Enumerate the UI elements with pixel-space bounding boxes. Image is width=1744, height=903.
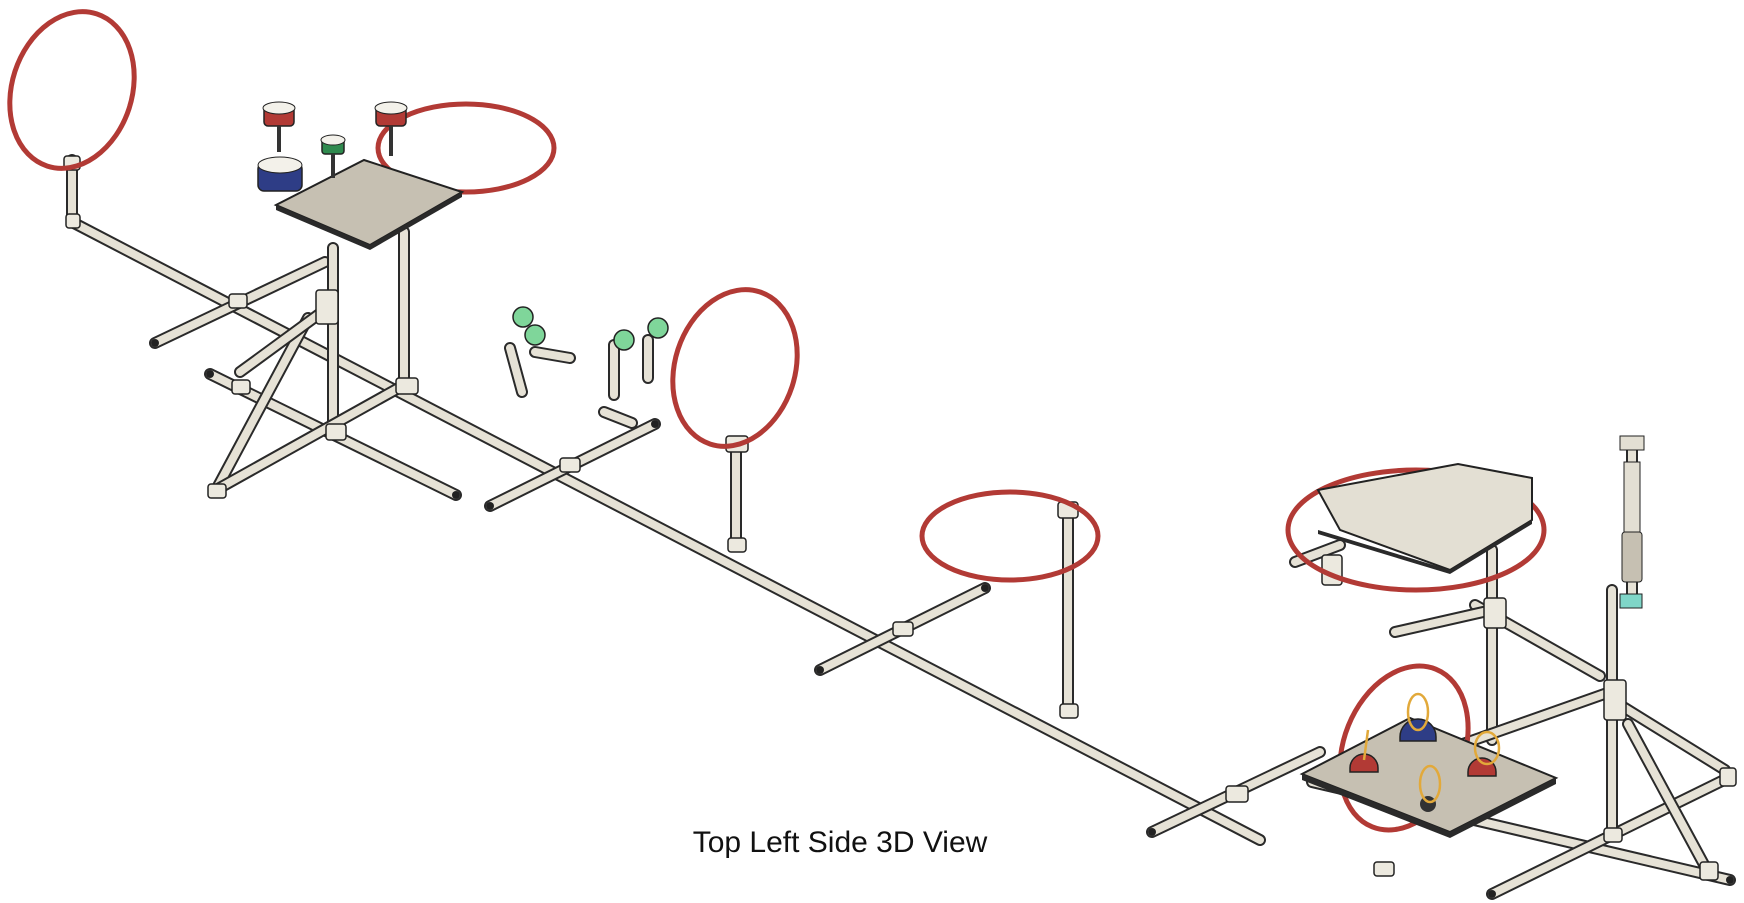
left-table (273, 158, 465, 250)
right-station (1299, 435, 1645, 838)
cups (257, 101, 408, 192)
view-caption: Top Left Side 3D View (692, 826, 988, 859)
green-markers (504, 306, 669, 429)
pipe-end-caps (151, 339, 1734, 898)
hoops (7, 9, 1547, 833)
joints (63, 155, 1737, 881)
